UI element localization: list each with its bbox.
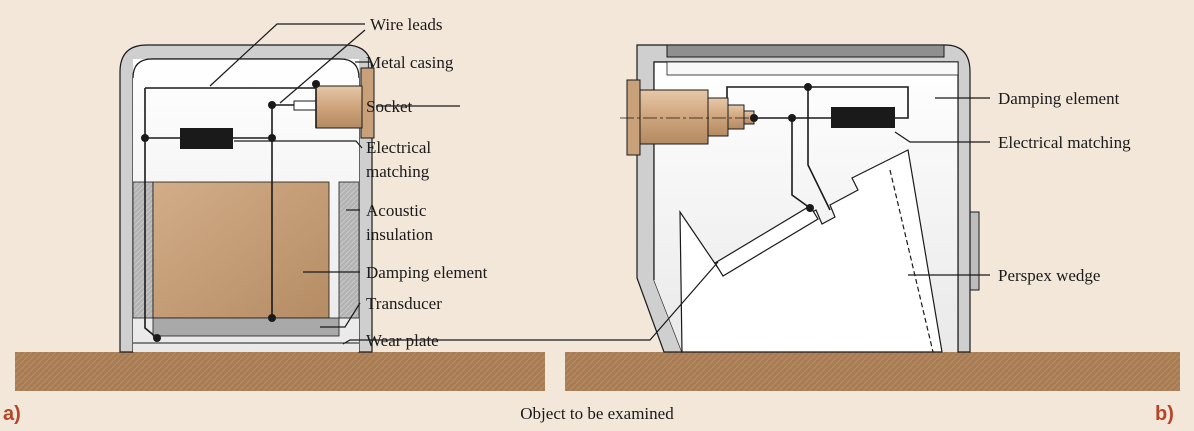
panel-a: Wire leads Metal casing Socket Electrica… — [15, 15, 545, 391]
junction-dot — [804, 83, 812, 91]
transducer-a — [152, 317, 340, 337]
panel-b: Damping element Electrical matching Pers… — [495, 44, 1180, 391]
label-damping-element-a: Damping element — [366, 263, 488, 282]
object-block-a — [15, 352, 545, 391]
panel-b-tag: b) — [1155, 403, 1174, 425]
top-plate-b — [666, 44, 945, 58]
junction-dot — [268, 101, 276, 109]
junction-dot — [806, 204, 814, 212]
panel-a-tag: a) — [3, 403, 21, 425]
label-wear-plate: Wear plate — [366, 331, 439, 350]
socket-body-b — [639, 89, 709, 145]
label-transducer: Transducer — [366, 294, 442, 313]
label-electrical-matching-line2: matching — [366, 162, 430, 181]
acoustic-insulation-right — [338, 181, 360, 319]
junction-dot — [312, 80, 320, 88]
electrical-matching-a — [180, 128, 233, 149]
socket-flange-b — [626, 79, 641, 156]
label-metal-casing: Metal casing — [366, 53, 454, 72]
junction-dot — [268, 134, 276, 142]
junction-dot — [788, 114, 796, 122]
label-damping-element-b: Damping element — [998, 89, 1120, 108]
acoustic-insulation-left — [132, 181, 154, 319]
transducer-b — [714, 205, 819, 277]
socket-step-b2 — [727, 104, 745, 130]
label-perspex-wedge: Perspex wedge — [998, 266, 1100, 285]
label-electrical-matching-line1: Electrical — [366, 138, 431, 157]
socket-pin-a — [293, 100, 317, 111]
side-plate-b — [969, 211, 980, 291]
socket-body-a — [315, 85, 363, 129]
label-acoustic-insulation-line1: Acoustic — [366, 201, 427, 220]
wedge-dashed-line — [889, 169, 934, 353]
junction-dot — [750, 114, 758, 122]
electrical-matching-b — [831, 107, 895, 128]
label-acoustic-insulation-line2: insulation — [366, 225, 434, 244]
label-wire-leads: Wire leads — [370, 15, 442, 34]
top-strip-b — [666, 61, 959, 76]
junction-dot — [153, 334, 161, 342]
junction-dot — [268, 314, 276, 322]
label-socket: Socket — [366, 97, 413, 116]
damping-element-a — [152, 181, 330, 319]
junction-dot — [141, 134, 149, 142]
caption-object-examined: Object to be examined — [520, 404, 674, 423]
socket-step-b1 — [707, 97, 729, 137]
label-electrical-matching-b: Electrical matching — [998, 133, 1131, 152]
object-block-b — [565, 352, 1180, 391]
